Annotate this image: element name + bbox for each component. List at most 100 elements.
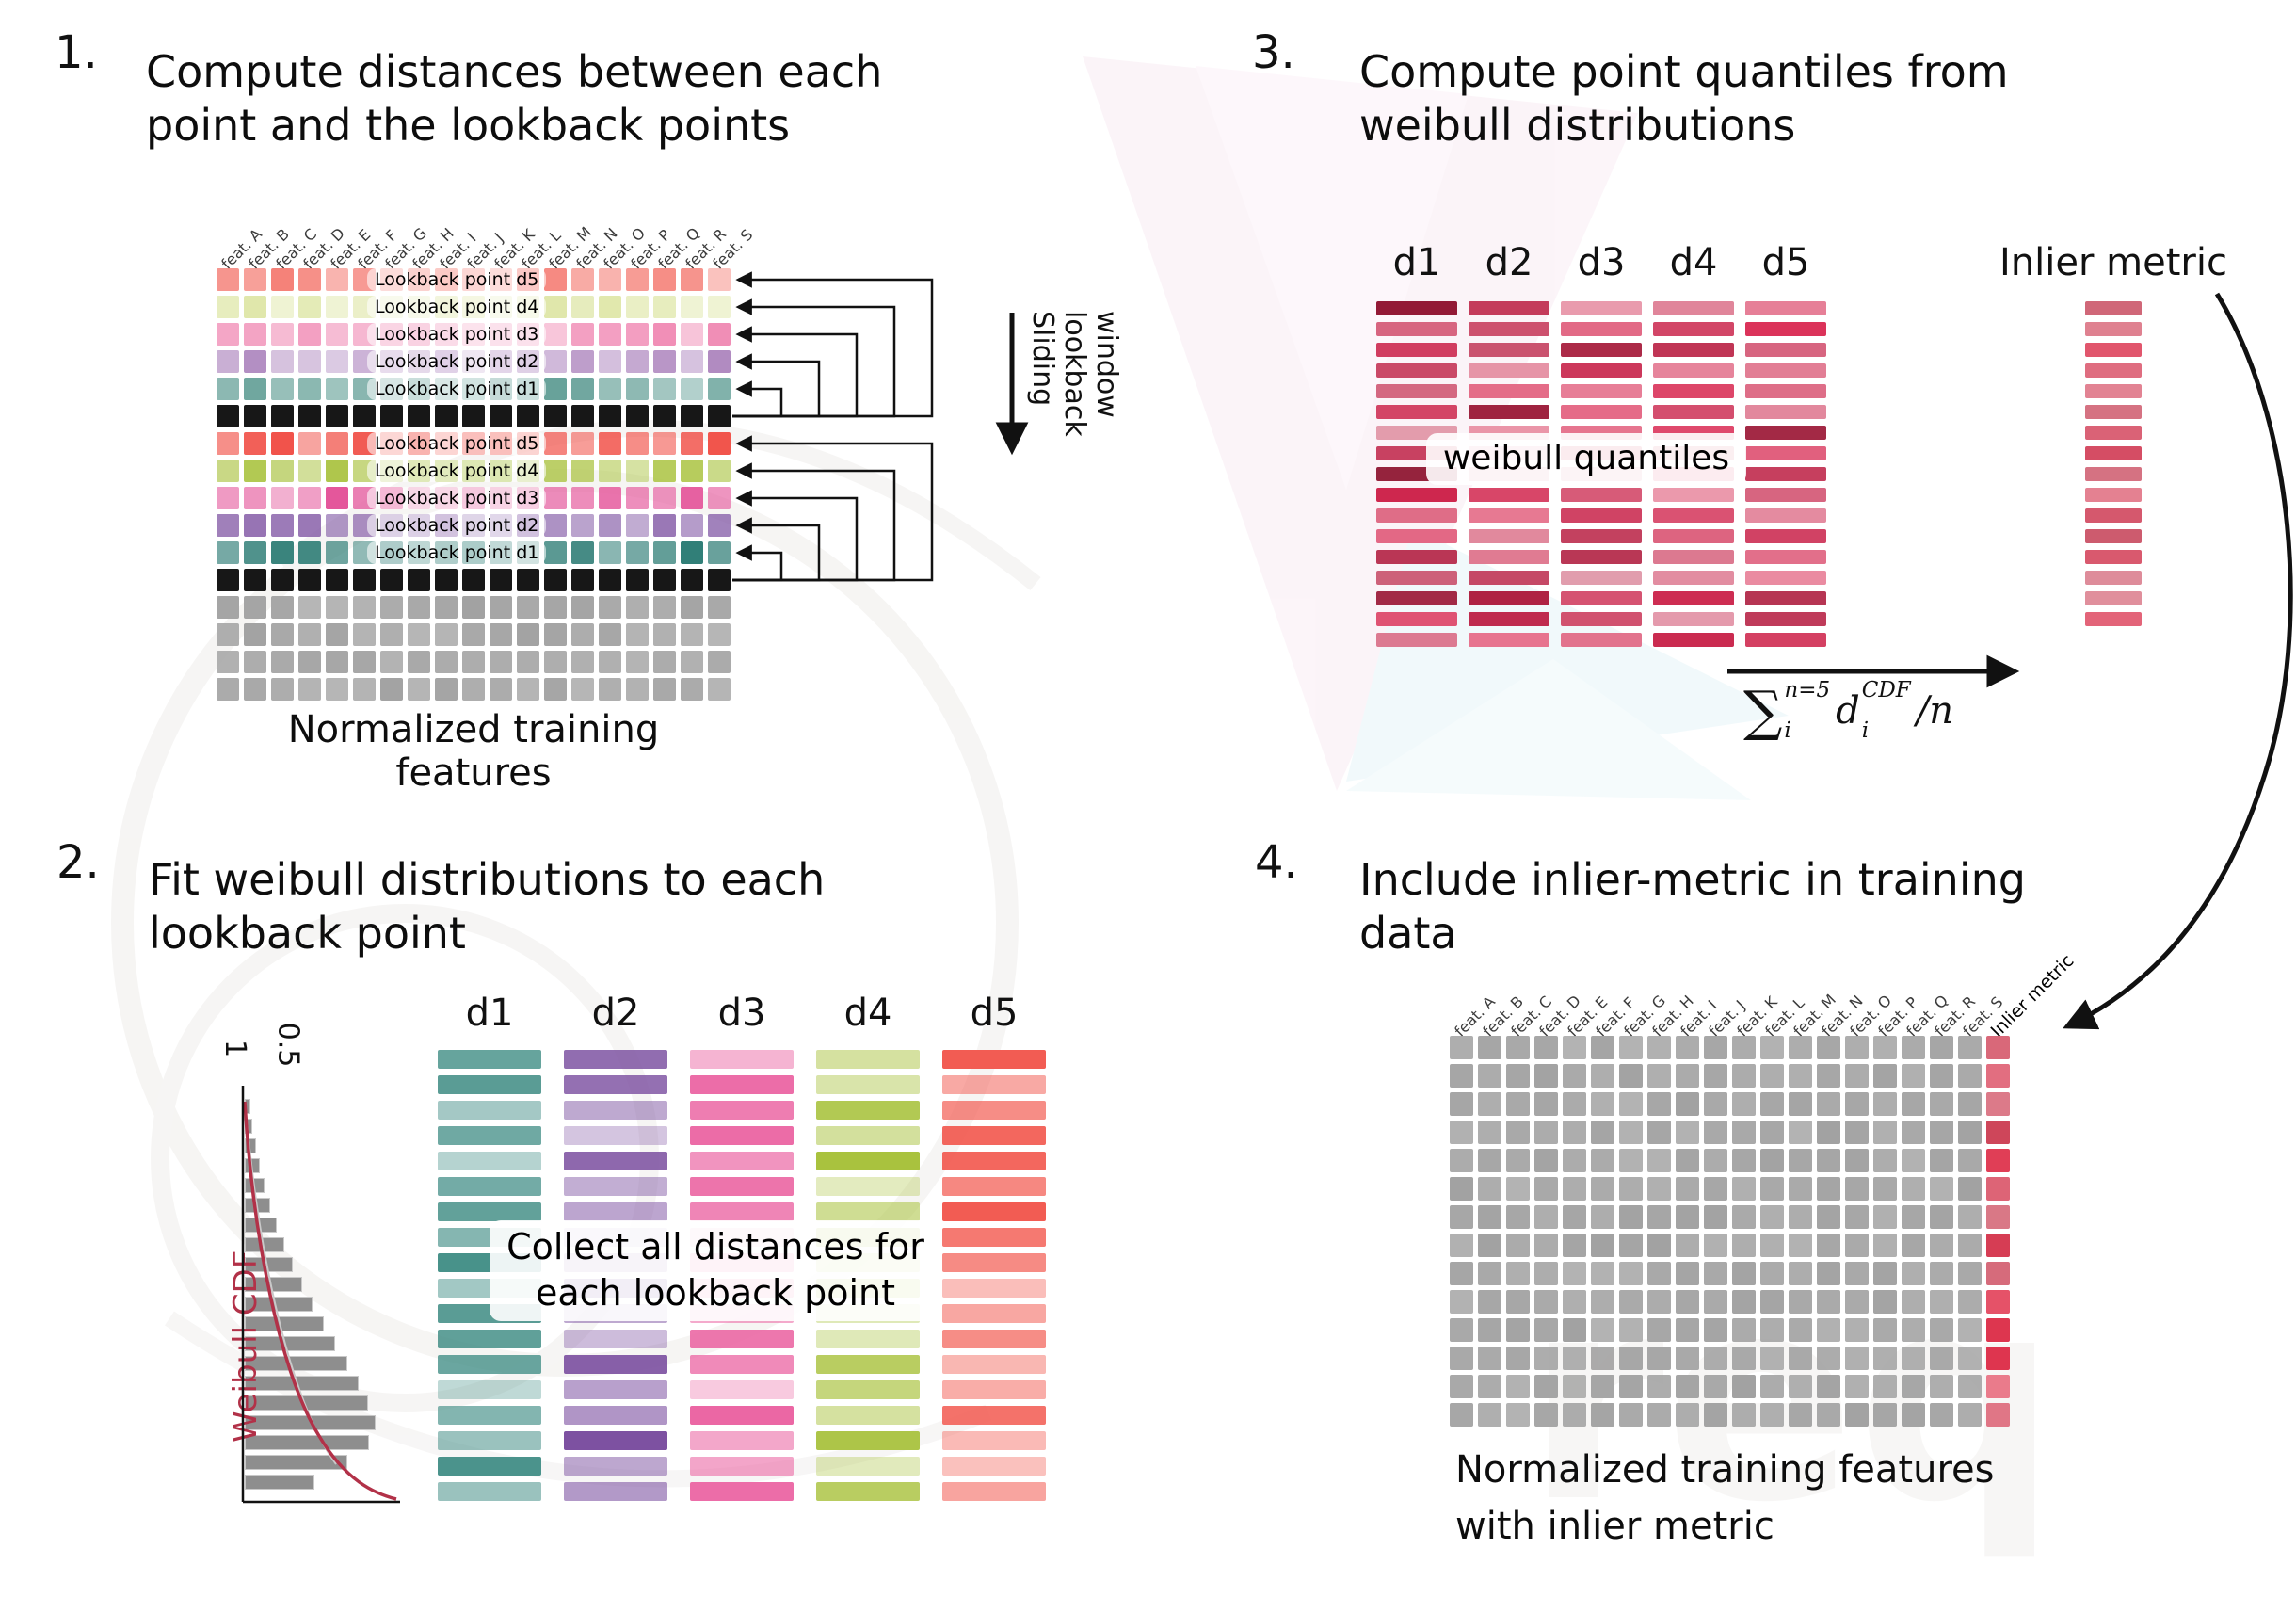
p3-column-label: d2 xyxy=(1485,241,1533,284)
p1-cell xyxy=(244,296,266,318)
p1-cell xyxy=(298,378,321,400)
p4-inlier-cell xyxy=(1986,1375,2010,1398)
lookback-arrow xyxy=(732,380,783,418)
p4-cell xyxy=(1732,1318,1756,1342)
p4-cell xyxy=(1534,1121,1558,1144)
p1-cell xyxy=(571,487,594,509)
p1-cell xyxy=(571,323,594,346)
p1-cell xyxy=(462,596,485,619)
p1-cell xyxy=(708,296,731,318)
p4-cell xyxy=(1817,1121,1840,1144)
p1-cell xyxy=(599,405,621,427)
p3-quantile-bar xyxy=(1561,571,1642,585)
p1-cell xyxy=(462,623,485,646)
p4-cell xyxy=(1930,1234,1953,1257)
p4-cell xyxy=(1676,1205,1699,1229)
p1-cell xyxy=(626,432,649,455)
p1-cell xyxy=(326,432,348,455)
p2-distance-bar xyxy=(816,1457,920,1476)
p4-cell xyxy=(1873,1121,1897,1144)
p3-quantile-bar xyxy=(1653,405,1734,419)
p4-cell xyxy=(1845,1262,1869,1285)
p2-column-label: d3 xyxy=(717,992,766,1035)
p3-inlier-bar xyxy=(2085,550,2142,564)
p2-distance-bar xyxy=(942,1253,1046,1272)
p1-cell xyxy=(271,405,294,427)
p4-title-line2: data xyxy=(1359,908,1457,959)
p1-cell xyxy=(544,569,567,591)
p3-inlier-bar xyxy=(2085,612,2142,626)
p2-hist-bar xyxy=(245,1356,347,1371)
p2-distance-bar xyxy=(690,1330,794,1348)
p1-cell xyxy=(626,350,649,373)
p3-quantile-bar xyxy=(1745,591,1826,605)
p4-cell xyxy=(1902,1262,1925,1285)
p4-inlier-cell xyxy=(1986,1234,2010,1257)
p4-cell xyxy=(1902,1318,1925,1342)
p4-cell xyxy=(1591,1064,1614,1088)
p4-cell xyxy=(1958,1262,1982,1285)
p2-distance-bar xyxy=(942,1126,1046,1145)
p1-cell xyxy=(326,596,348,619)
p1-cell xyxy=(217,432,239,455)
p2-distance-bar xyxy=(438,1355,541,1374)
p4-cell xyxy=(1902,1064,1925,1088)
p2-distance-bar xyxy=(942,1457,1046,1476)
p2-distance-bar xyxy=(816,1482,920,1501)
p2-distance-bar xyxy=(438,1202,541,1221)
p4-cell xyxy=(1958,1234,1982,1257)
p3-inlier-bar xyxy=(2085,301,2142,315)
p1-cell xyxy=(380,678,403,701)
p1-cell xyxy=(681,541,703,564)
p4-cell xyxy=(1789,1149,1812,1172)
p1-cell xyxy=(571,296,594,318)
p1-cell xyxy=(244,487,266,509)
p3-quantile-bar xyxy=(1561,488,1642,502)
p2-distance-bar xyxy=(942,1482,1046,1501)
p4-cell xyxy=(1873,1205,1897,1229)
p1-cell xyxy=(708,460,731,482)
p2-distance-bar xyxy=(564,1380,667,1399)
p3-quantile-bar xyxy=(1745,405,1826,419)
p1-cell xyxy=(571,268,594,291)
p1-cell xyxy=(517,405,539,427)
p4-cell xyxy=(1930,1036,1953,1059)
p2-hist-bar xyxy=(245,1336,335,1351)
p1-cell xyxy=(544,268,567,291)
p1-row-label: Lookback point d1 xyxy=(367,378,547,400)
p4-cell xyxy=(1506,1318,1530,1342)
p3-quantile-bar xyxy=(1376,591,1457,605)
p4-cell xyxy=(1619,1262,1643,1285)
p1-cell xyxy=(298,541,321,564)
p1-cell xyxy=(298,405,321,427)
p4-cell xyxy=(1902,1205,1925,1229)
p1-cell xyxy=(298,569,321,591)
p1-cell xyxy=(544,296,567,318)
p3-title-line2: weibull distributions xyxy=(1359,100,1796,151)
p4-cell xyxy=(1676,1234,1699,1257)
p2-distance-bar xyxy=(564,1457,667,1476)
p4-cell xyxy=(1873,1375,1897,1398)
p1-cell xyxy=(708,487,731,509)
p1-cell xyxy=(681,296,703,318)
p1-row-label: Lookback point d4 xyxy=(367,460,547,482)
p1-cell xyxy=(217,651,239,673)
p4-cell xyxy=(1789,1375,1812,1398)
p4-cell xyxy=(1619,1403,1643,1427)
p2-hist-bar xyxy=(245,1297,313,1312)
p1-cell xyxy=(353,651,376,673)
p4-inlier-cell xyxy=(1986,1403,2010,1427)
p2-distance-bar xyxy=(816,1152,920,1170)
p1-cell xyxy=(326,541,348,564)
p3-number: 3. xyxy=(1252,26,1295,79)
p4-cell xyxy=(1760,1064,1784,1088)
p4-cell xyxy=(1676,1403,1699,1427)
p1-title-line2: point and the lookback points xyxy=(146,100,791,151)
p3-inlier-bar xyxy=(2085,508,2142,523)
p4-cell xyxy=(1817,1205,1840,1229)
p4-cell xyxy=(1902,1375,1925,1398)
p4-cell xyxy=(1930,1205,1953,1229)
p4-cell xyxy=(1958,1205,1982,1229)
sliding-window-label-line: Sliding xyxy=(1026,311,1059,407)
p2-distance-bar xyxy=(564,1431,667,1450)
